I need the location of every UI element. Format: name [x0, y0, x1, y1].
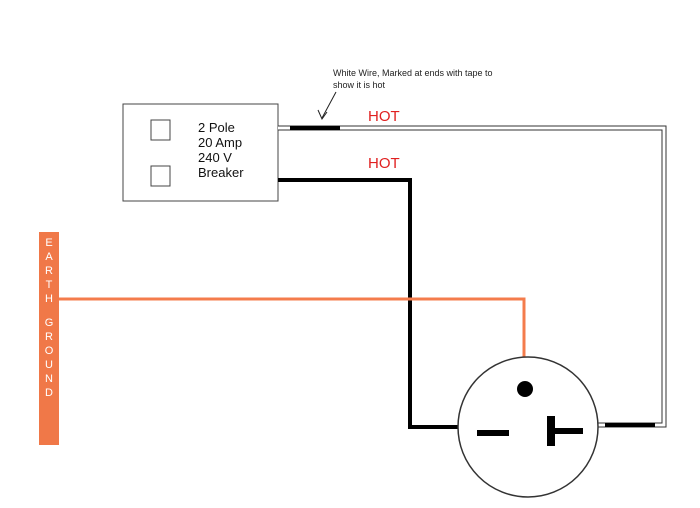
- earth-ground-letter: T: [46, 279, 53, 291]
- earth-ground-letter: H: [45, 293, 53, 305]
- earth-ground-letter: A: [45, 251, 53, 263]
- earth-ground-letter: D: [45, 387, 53, 399]
- receptacle: [457, 356, 599, 498]
- left-blade-slot: [477, 430, 509, 436]
- breaker-label-line-1: 2 Pole: [198, 120, 235, 135]
- annotation-line-1: White Wire, Marked at ends with tape to: [333, 68, 493, 78]
- right-blade-crossbar: [547, 428, 583, 434]
- earth-ground-letter: R: [45, 331, 53, 343]
- annotation-line-2: show it is hot: [333, 80, 386, 90]
- breaker-label-line-2: 20 Amp: [198, 135, 242, 150]
- breaker-label-line-3: 240 V: [198, 150, 232, 165]
- hot-label-top: HOT: [368, 108, 400, 125]
- black-hot-wire: [278, 178, 462, 429]
- ground-pin-slot: [517, 381, 533, 397]
- breaker-switch-top: [150, 119, 171, 141]
- hot-label-lower: HOT: [368, 155, 400, 172]
- annotation-arrow: [317, 91, 337, 121]
- breaker-box: 2 Pole 20 Amp 240 V Breaker: [122, 103, 279, 202]
- breaker-label-line-4: Breaker: [198, 165, 244, 180]
- earth-ground-letter: E: [45, 237, 52, 249]
- earth-ground-letter: R: [45, 265, 53, 277]
- ground-wire: [59, 297, 526, 358]
- white-hot-wire: [278, 125, 667, 428]
- breaker-switch-bottom: [150, 165, 171, 187]
- earth-ground-letter: G: [45, 317, 54, 329]
- earth-ground-letter: N: [45, 373, 53, 385]
- earth-ground-letter: O: [45, 345, 54, 357]
- earth-ground-letter: U: [45, 359, 53, 371]
